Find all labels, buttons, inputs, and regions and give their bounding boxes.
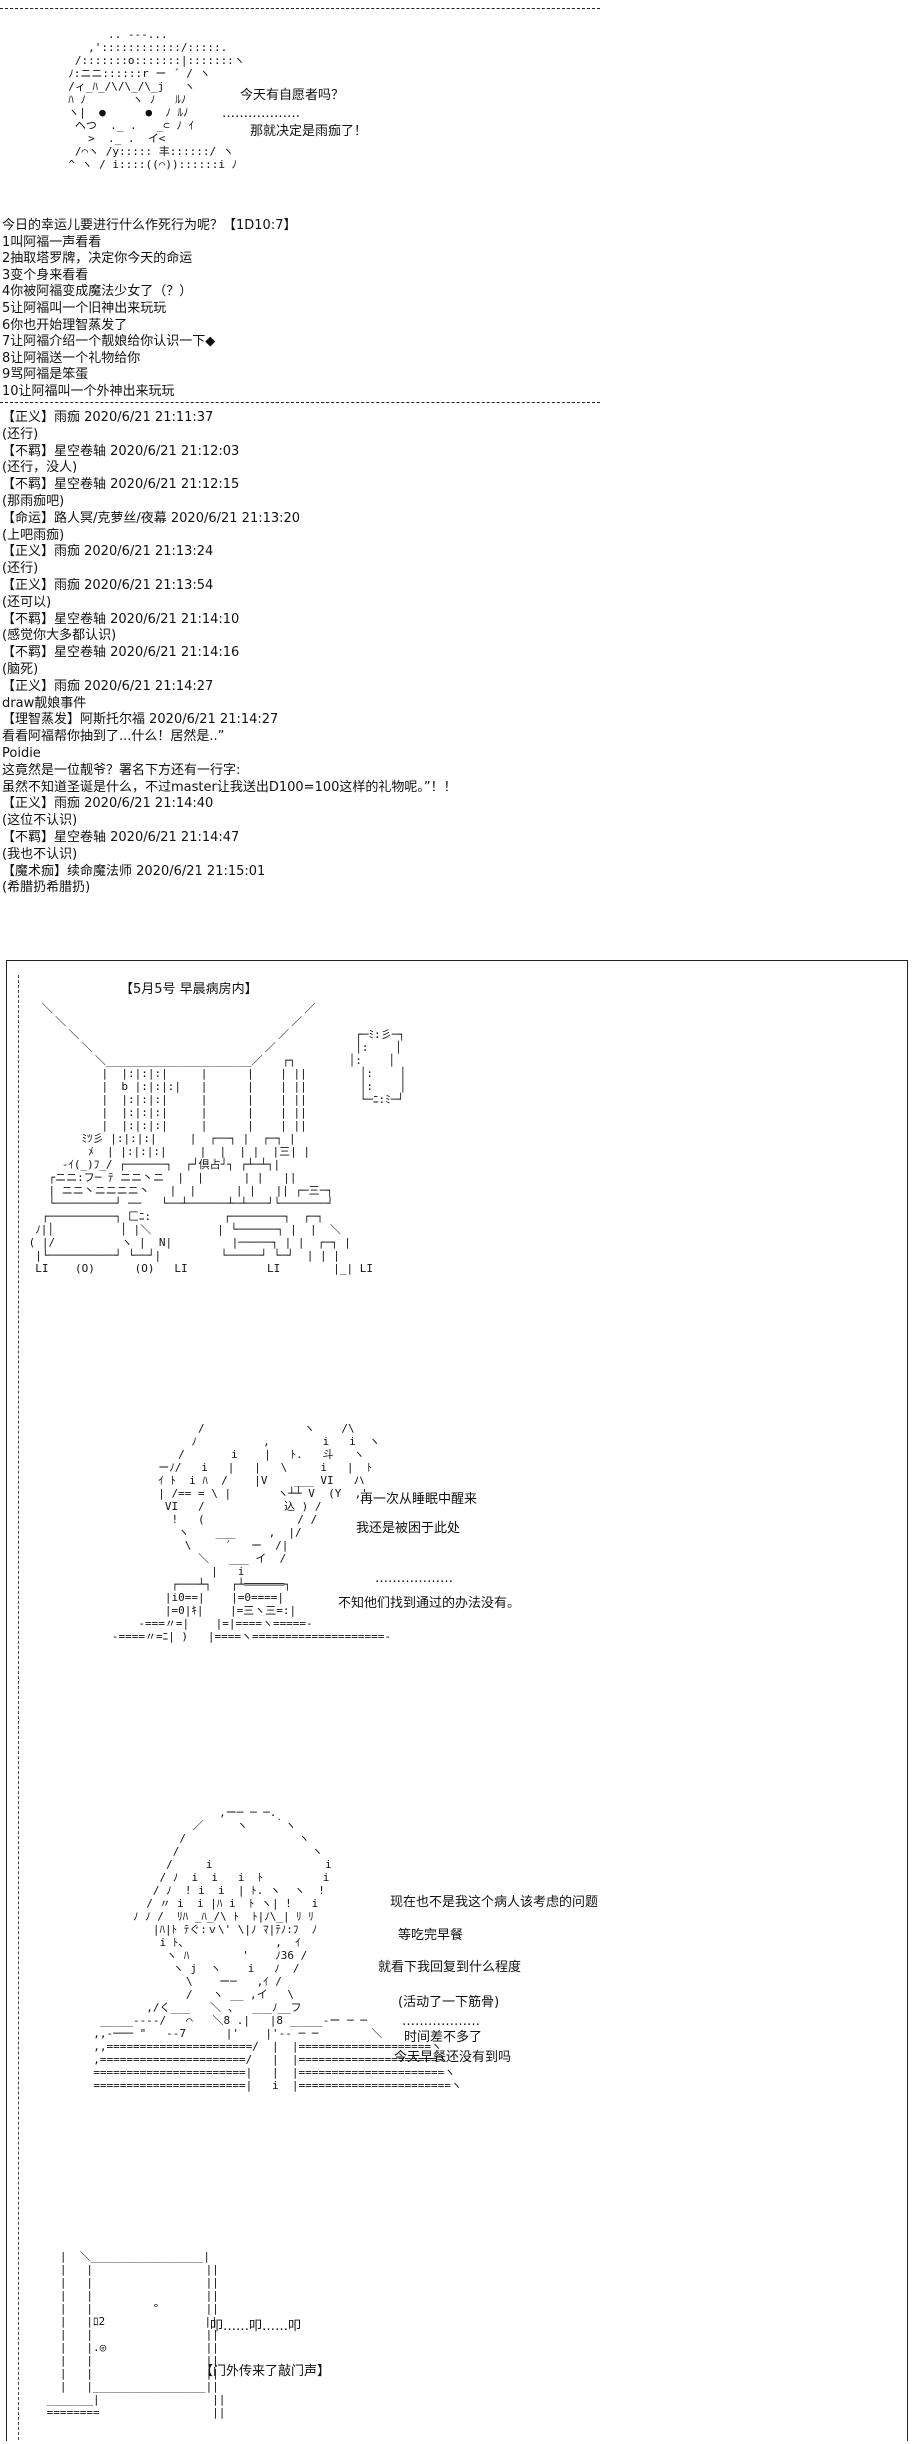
comment-line: (脑死)	[2, 661, 39, 677]
comment-line: 【不羁】星空卷轴 2020/6/21 21:14:16	[2, 645, 240, 661]
comment-line: (感觉你大多都认识)	[2, 628, 117, 644]
middle-divider	[0, 402, 600, 403]
comment-line: (还行)	[2, 561, 39, 577]
comment-line: 【正义】雨痂 2020/6/21 21:14:40	[2, 796, 214, 812]
roll-option-10: 10让阿福叫一个外神出来玩玩	[2, 383, 175, 399]
comment-line: draw靓娘事件	[2, 695, 87, 711]
comment-list: 【正义】雨痂 2020/6/21 21:11:37 (还行) 【不羁】星空卷轴 …	[2, 410, 457, 897]
p3-line6: 今天早餐还没有到吗	[394, 2050, 512, 2065]
roll-option-3: 3变个身来看看	[2, 267, 89, 283]
roll-option-2: 2抽取塔罗牌，决定你今天的命运	[2, 251, 193, 267]
p3-line4: (活动了一下筋骨)	[398, 1995, 500, 2010]
comment-line: 【正义】雨痂 2020/6/21 21:13:54	[2, 577, 214, 593]
p2-line1: 再一次从睡眠中醒来	[360, 1492, 478, 1507]
comment-line: 【命运】路人冥/克萝丝/夜幕 2020/6/21 21:13:20	[2, 510, 301, 526]
top-divider	[0, 8, 600, 9]
comment-line: 【不羁】星空卷轴 2020/6/21 21:14:47	[2, 829, 240, 845]
scene-caption: 【5月5号 早晨病房内】	[120, 982, 258, 997]
chibi-character-art: .. ---... ,'::::::::::::/:::::. /:::::::…	[68, 28, 245, 171]
roll-option-6: 6你也开始理智蒸发了	[2, 317, 128, 333]
roll-block: 今日的幸运儿要进行什么作死行为呢？【1D10:7】 1叫阿福一声看看 2抽取塔罗…	[2, 218, 296, 401]
comment-line: (那雨痂吧)	[2, 493, 65, 509]
comment-line: 看看阿福帮你抽到了...什么！居然是..”	[2, 729, 225, 745]
door-sound-caption: 【门外传来了敲门声】	[200, 2364, 331, 2379]
roll-question: 今日的幸运儿要进行什么作死行为呢？【1D10:7】	[2, 218, 297, 233]
comment-line: (还行，没人)	[2, 460, 78, 476]
roll-option-8: 8让阿福送一个礼物给你	[2, 350, 141, 366]
character-waking-art: / ヽ /\ ﾉ , i i ヽ / i | ﾄ. 斗 ヽ ーﾉ/ i | | …	[111, 1422, 392, 1643]
p2-dots: ………………	[375, 1571, 453, 1586]
p2-line3: 不知他们找到通过的办法没有。	[338, 1596, 521, 1611]
comment-line: 【正义】雨痂 2020/6/21 21:11:37	[2, 410, 214, 425]
comment-line: 【正义】雨痂 2020/6/21 21:14:27	[2, 678, 214, 694]
intro-bubble-line1: 今天有自愿者吗？	[240, 88, 345, 103]
p2-line2: 我还是被困于此处	[356, 1521, 461, 1536]
door-art: | ＼_________________| | | || | | || | | …	[46, 2250, 226, 2419]
comment-line: 【正义】雨痂 2020/6/21 21:13:24	[2, 544, 214, 560]
comment-line: (还行)	[2, 426, 39, 442]
hospital-room-art: ＼ ／ ＼ ／ ＼ ／ ┌─ﾐ:彡─┐ ＼ ／ │: │	[28, 1002, 407, 1275]
roll-option-1: 1叫阿福一声看看	[2, 234, 102, 250]
character-thinking-art: ,ー─ ─ ─. ／ ヽ ｀ヽ / ヽ / ヽ / i i / ﾉ i i i …	[93, 1806, 462, 2092]
p3-line2: 等吃完早餐	[398, 1928, 464, 1943]
p3-dots: ………………	[402, 2014, 480, 2029]
roll-option-5: 5让阿福叫一个旧神出来玩玩	[2, 300, 167, 316]
intro-bubble-line2: 那就决定是雨痂了！	[250, 124, 368, 139]
knock-sound: 叩……叩……叩	[210, 2319, 302, 2334]
comment-line: (希腊扔希腊扔)	[2, 880, 91, 896]
intro-dots: ………………	[222, 106, 300, 121]
roll-option-9: 9骂阿福是笨蛋	[2, 367, 89, 383]
comment-line: 这竟然是一位靓爷？署名下方还有一行字:	[2, 762, 241, 778]
comment-line: (还可以)	[2, 594, 52, 610]
comment-line: (我也不认识)	[2, 846, 78, 862]
comment-line: (这位不认识)	[2, 813, 78, 829]
frame-left-dashes	[18, 975, 19, 2440]
roll-option-7: 7让阿福介绍一个靓娘给你认识一下◆	[2, 334, 216, 350]
story-frame	[6, 960, 908, 2441]
comment-line: 【魔术痂】续命魔法师 2020/6/21 21:15:01	[2, 863, 266, 879]
comment-line: 【不羁】星空卷轴 2020/6/21 21:12:15	[2, 477, 240, 493]
comment-line: 虽然不知道圣诞是什么，不过master让我送出D100=100这样的礼物呢。”！…	[2, 779, 457, 795]
comment-line: 【不羁】星空卷轴 2020/6/21 21:14:10	[2, 611, 240, 627]
comment-line: 【理智蒸发】阿斯托尔福 2020/6/21 21:14:27	[2, 712, 279, 728]
p3-line5: 时间差不多了	[404, 2030, 483, 2045]
comment-line: Poidie	[2, 745, 41, 761]
p3-line3: 就看下我回复到什么程度	[378, 1960, 522, 1975]
p3-line1: 现在也不是我这个病人该考虑的问题	[390, 1895, 599, 1910]
comment-line: (上吧雨痂)	[2, 527, 65, 543]
roll-option-4: 4你被阿福变成魔法少女了（？）	[2, 284, 193, 300]
comment-line: 【不羁】星空卷轴 2020/6/21 21:12:03	[2, 443, 240, 459]
